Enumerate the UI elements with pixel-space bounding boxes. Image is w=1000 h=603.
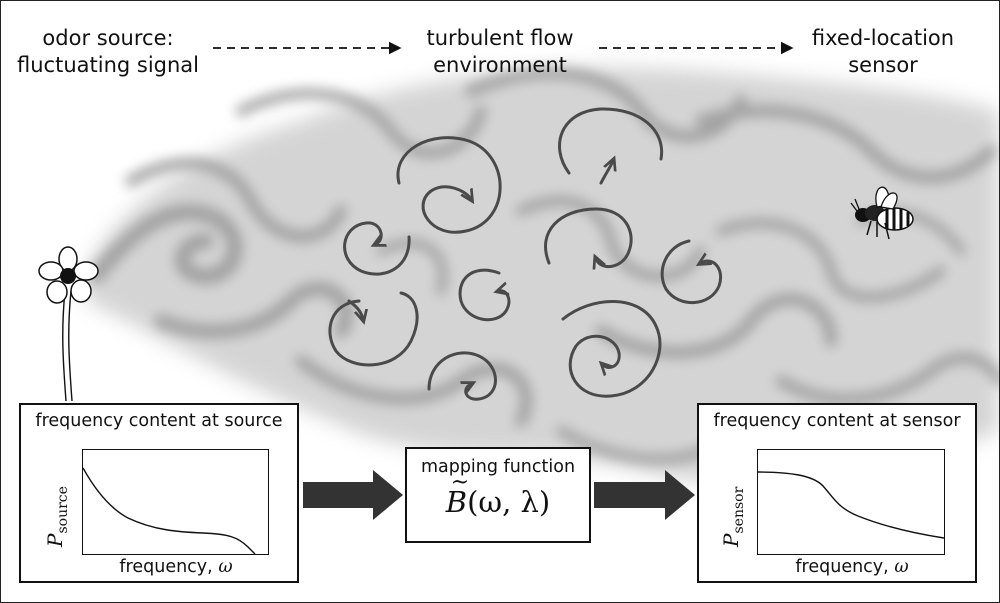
eddy-spiral [347,299,363,319]
eddy-spiral [561,300,662,398]
eddy-spiral [660,239,722,305]
source-spectrum-plot [82,449,269,555]
sensor-y-axis-label: Psensor [719,486,747,547]
eddy-spiral [396,136,502,234]
mapping-formula: ~B(ω, λ) [445,470,551,519]
source-spectrum-curve [83,467,256,554]
sensor-label: fixed-location sensor [811,26,955,77]
source-x-axis-label: frequency, ω [119,557,233,577]
eddy-spiral [328,291,419,367]
source-label: odor source: fluctuating signal [17,26,199,77]
source-frequency-panel: frequency content at source Psource freq… [19,403,299,583]
sensor-frequency-panel: frequency content at sensor Psensor freq… [697,403,977,583]
eddy-spiral [458,268,511,322]
block-arrow-mapping-to-sensor [594,470,695,520]
eddy-spiral [544,207,633,267]
eddy-group [328,107,722,401]
flower-icon [38,246,99,402]
sensor-panel-title: frequency content at sensor [713,411,961,431]
sensor-x-axis-label: frequency, ω [795,557,909,577]
source-y-axis-label: Psource [43,486,71,547]
source-panel-title: frequency content at source [35,411,283,431]
sensor-spectrum-curve [758,471,944,539]
bee-icon [850,186,914,240]
eddy-spiral [599,161,613,185]
sensor-spectrum-plot [757,449,945,555]
eddy-spiral [427,351,497,401]
environment-label: turbulent flow environment [426,26,574,77]
eddy-spiral [343,221,411,276]
mapping-function-box: mapping function ~B(ω, λ) [405,447,591,543]
mapping-title: mapping function [420,457,576,477]
eddy-spiral [558,107,664,175]
block-arrow-source-to-mapping [303,470,403,520]
odor-plume [86,67,999,484]
